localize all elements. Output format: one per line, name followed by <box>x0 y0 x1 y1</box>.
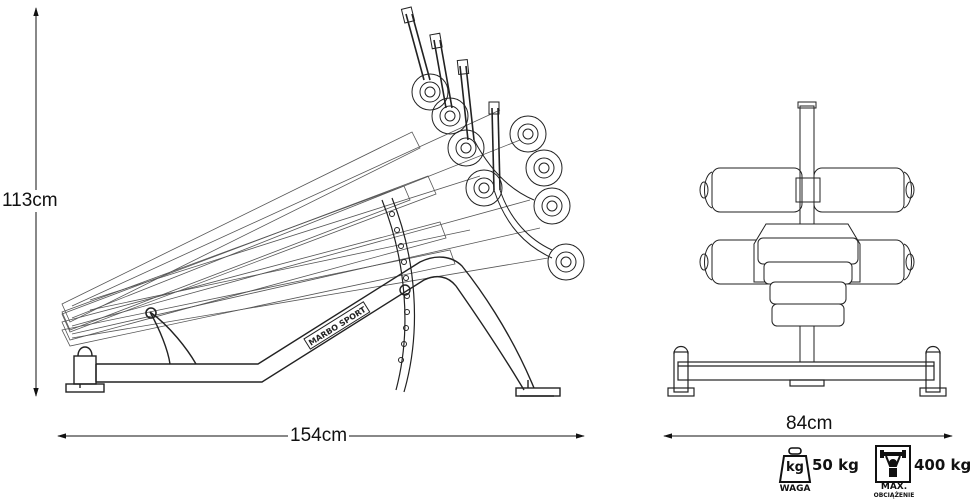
max-load-icon <box>875 445 911 483</box>
main-frame <box>65 256 561 397</box>
brand-text: MARBO SPORT <box>307 305 368 348</box>
upper-roller-pads <box>699 167 915 213</box>
backrest-positions <box>61 109 549 347</box>
side-view: MARBO SPORT <box>61 6 585 397</box>
height-label: 113cm <box>2 190 58 212</box>
seat-pad-stack <box>753 223 861 327</box>
adjustment-arc <box>381 197 416 393</box>
weight-icon-unit: kg <box>786 460 804 475</box>
max-load-value: 400 kg <box>914 456 972 474</box>
front-base <box>667 345 947 397</box>
width-label: 84cm <box>784 413 835 435</box>
weight-icon <box>778 447 812 483</box>
roller-pads <box>411 73 585 281</box>
length-label: 154cm <box>288 425 350 447</box>
brand-label: MARBO SPORT <box>303 301 371 350</box>
leg-roller-assembly <box>400 6 585 281</box>
max-load-caption-line1: MAX. <box>880 482 908 492</box>
front-view <box>667 101 947 397</box>
max-load-caption-line2: OBCIĄŻENIE <box>873 492 915 499</box>
weight-value: 50 kg <box>812 456 859 474</box>
weight-caption: WAGA <box>779 484 811 494</box>
dimension-lines <box>33 7 953 439</box>
